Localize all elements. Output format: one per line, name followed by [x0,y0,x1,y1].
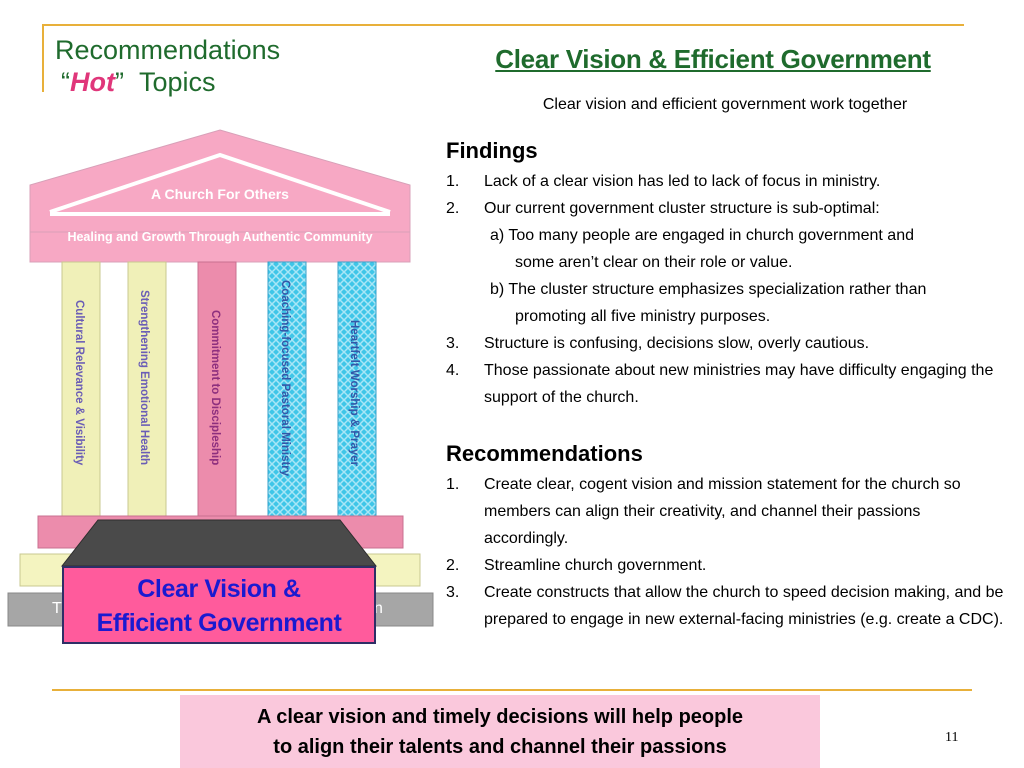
findings-list: 1. Lack of a clear vision has led to lack… [446,168,1006,411]
pillar-label-4: Coaching-focused Pastoral Ministry [279,280,291,477]
callout-line2: Efficient Government [96,609,342,637]
temple-roof [29,129,411,233]
item-text: Structure is confusing, decisions slow, … [484,335,870,352]
pillar-label-5: Heartfelt Worship & Prayer [348,320,360,467]
sub-item: a) Too many people are engaged in church… [446,222,1006,276]
pillar-label-1: Cultural Relevance & Visibility [73,300,85,466]
beam-label: Healing and Growth Through Authentic Com… [67,230,373,244]
item-number: 1. [446,476,460,493]
sub-item-cont: some aren’t clear on their role or value… [515,254,793,271]
left-frame-line [42,24,44,92]
sub-item: b) The cluster structure emphasizes spec… [446,276,1006,330]
section-subtitle: Clear vision and efficient government wo… [542,96,908,113]
item-text: Create clear, cogent vision and mission … [484,476,961,547]
sub-item-text: b) The cluster structure emphasizes spec… [490,281,927,298]
base-label-fragment-right: n [374,600,383,617]
temple-beam [29,231,411,263]
pillar-label-2: Strengthening Emotional Health [138,290,150,466]
item-text: Lack of a clear vision has led to lack o… [484,173,881,190]
sub-item-text: a) Too many people are engaged in church… [490,227,914,244]
list-item: 3. Structure is confusing, decisions slow… [446,330,1006,357]
title-topics: Topics [139,67,216,97]
base-label-fragment-left: T [52,600,62,617]
quote-open: “ [61,67,70,97]
findings-heading: Findings [446,138,538,163]
list-item: 2. Our current government cluster structu… [446,195,1006,222]
list-item: 4. Those passionate about new ministries … [446,357,1006,411]
recommendations-list: 1. Create clear, cogent vision and missio… [446,471,1006,633]
spacer [446,411,1006,439]
banner-line1: A clear vision and timely decisions will… [256,706,744,728]
sub-item-cont: promoting all five ministry purposes. [515,308,771,325]
item-number: 4. [446,362,460,379]
bottom-frame-line [52,689,972,691]
list-item: 3. Create constructs that allow the churc… [446,579,1006,633]
item-number: 3. [446,584,460,601]
roof-inner-line [49,152,391,214]
title-line2: “Hot” Topics [55,66,280,98]
page-number: 11 [945,730,959,745]
title-line1: Recommendations [55,35,281,65]
pillar-label-3: Commitment to Discipleship [209,310,221,466]
title-hot: Hot [70,67,115,97]
list-item: 1. Create clear, cogent vision and missio… [446,471,1006,552]
item-text: Streamline church government. [484,557,707,574]
top-frame-line [42,24,964,26]
item-number: 2. [446,200,460,217]
conclusion-banner: A clear vision and timely decisions will… [180,695,820,768]
item-text: Create constructs that allow the church … [484,584,1004,628]
pillar-5 [337,261,377,519]
list-item: 1. Lack of a clear vision has led to lack… [446,168,1006,195]
callout-box: Clear Vision & Efficient Government [62,566,376,644]
banner-line2: to align their talents and channel their… [273,736,727,758]
pillar-1 [61,261,101,519]
slide-title: Recommendations “Hot” Topics [55,34,280,98]
item-number: 1. [446,173,460,190]
item-number: 3. [446,335,460,352]
roof-label: A Church For Others [151,186,289,202]
quote-close: ” [114,67,124,97]
recommendations-heading: Recommendations [446,441,643,466]
content-column: Findings 1. Lack of a clear vision has le… [446,136,1006,633]
list-item: 2. Streamline church government. [446,552,1006,579]
section-title: Clear Vision & Efficient Government [495,44,931,74]
callout-line1: Clear Vision & [137,575,301,603]
item-number: 2. [446,557,460,574]
item-text: Our current government cluster structure… [484,200,880,217]
item-text: Those passionate about new ministries ma… [484,362,994,406]
callout-top [60,519,378,567]
pillar-2 [127,261,167,519]
